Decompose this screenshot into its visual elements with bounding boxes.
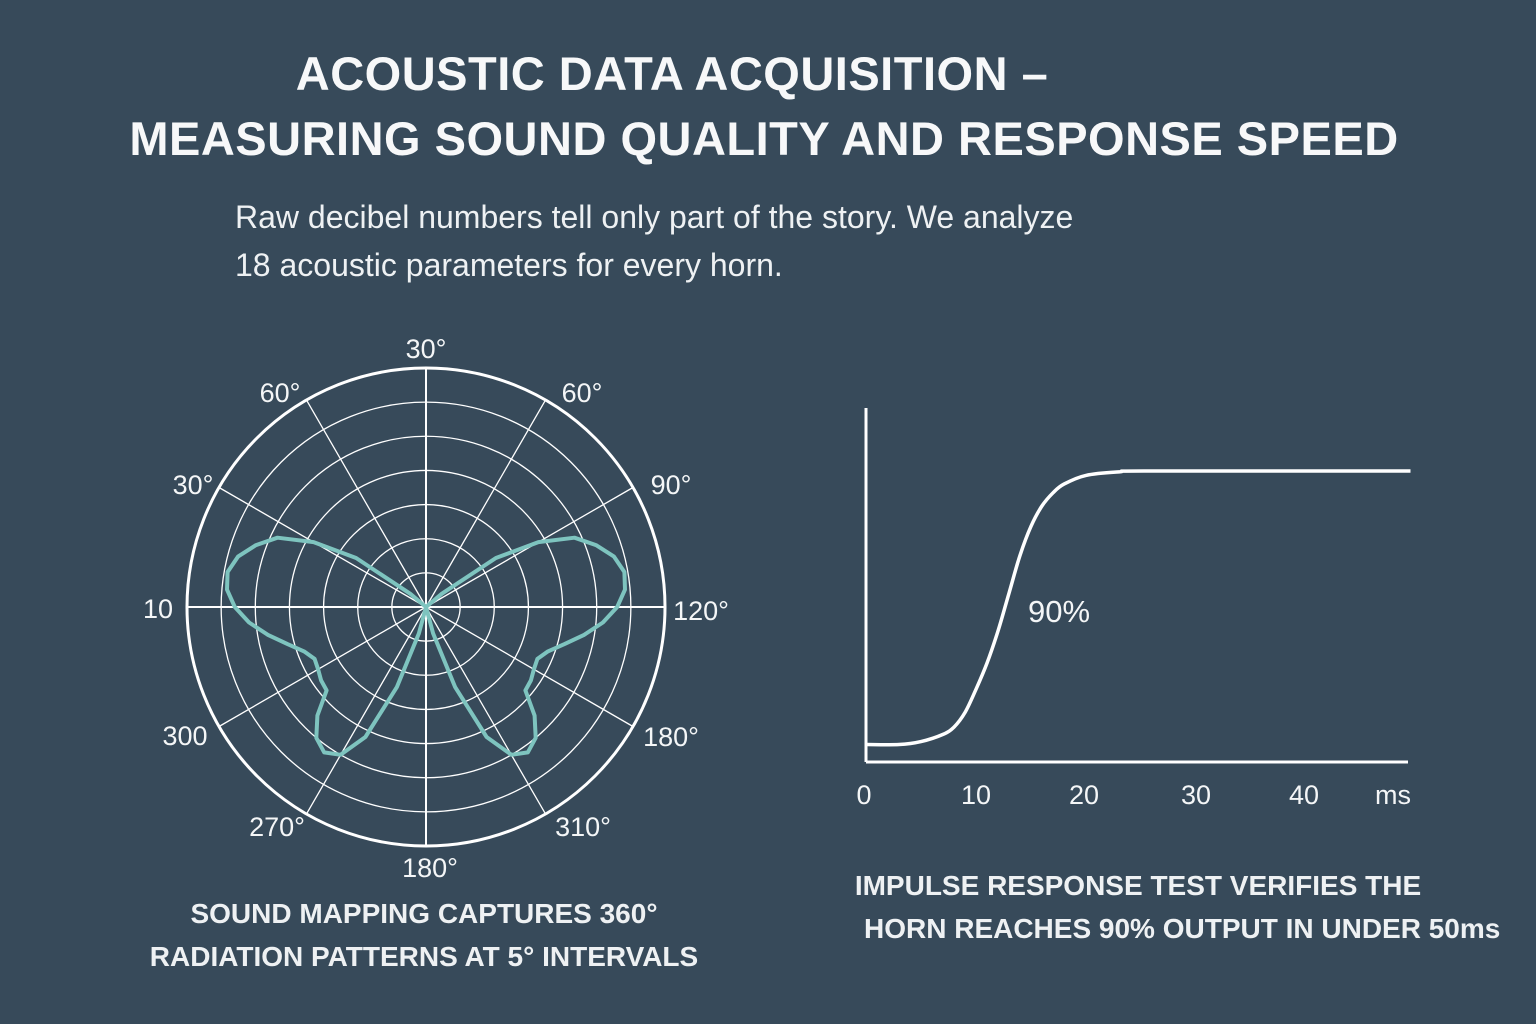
polar-caption-line-2: RADIATION PATTERNS AT 5° INTERVALS (149, 941, 699, 972)
angle-label: 60° (260, 378, 301, 408)
polar-chart (185, 366, 667, 848)
angle-label: 90° (651, 470, 692, 500)
radiation-pattern-curve (225, 535, 627, 757)
subtitle-line-2: 18 acoustic parameters for every horn. (235, 247, 783, 283)
x-tick-label: 20 (1069, 780, 1099, 810)
angle-label: 300 (162, 721, 207, 751)
polar-spoke (425, 606, 634, 728)
angle-label: 310° (555, 812, 611, 842)
angle-label: 60° (562, 378, 603, 408)
polar-angle-labels: 30° 60° 60° 30° 90° 10 120° 300 180° 270… (143, 334, 729, 883)
angle-label: 10 (143, 594, 173, 624)
angle-label: 30° (173, 470, 214, 500)
impulse-response-chart (864, 408, 1411, 764)
angle-label: 120° (673, 596, 729, 626)
x-tick-labels: 0 10 20 30 40 ms (856, 780, 1411, 810)
x-axis-unit-label: ms (1375, 780, 1411, 810)
x-tick-label: 10 (961, 780, 991, 810)
title-line-2: MEASURING SOUND QUALITY AND RESPONSE SPE… (129, 112, 1399, 165)
angle-label: 270° (249, 812, 305, 842)
impulse-caption-line-2: HORN REACHES 90% OUTPUT IN UNDER 50ms (864, 913, 1501, 944)
angle-label: 30° (406, 334, 447, 364)
polar-spoke (218, 606, 427, 728)
polar-spoke (305, 606, 427, 815)
polar-spoke (425, 399, 547, 608)
impulse-response-curve (865, 469, 1411, 747)
polar-spoke (425, 606, 547, 815)
x-tick-label: 0 (856, 780, 871, 810)
polar-spoke (305, 399, 427, 608)
subtitle-line-1: Raw decibel numbers tell only part of th… (235, 199, 1074, 235)
impulse-caption-line-1: IMPULSE RESPONSE TEST VERIFIES THE (854, 870, 1422, 901)
x-tick-label: 40 (1289, 780, 1319, 810)
ninety-percent-annotation: 90% (1028, 594, 1090, 629)
title-line-1: ACOUSTIC DATA ACQUISITION – (295, 47, 1049, 100)
polar-caption-line-1: SOUND MAPPING CAPTURES 360° (190, 898, 658, 929)
x-tick-label: 30 (1181, 780, 1211, 810)
angle-label: 180° (643, 722, 699, 752)
angle-label: 180° (402, 853, 458, 883)
